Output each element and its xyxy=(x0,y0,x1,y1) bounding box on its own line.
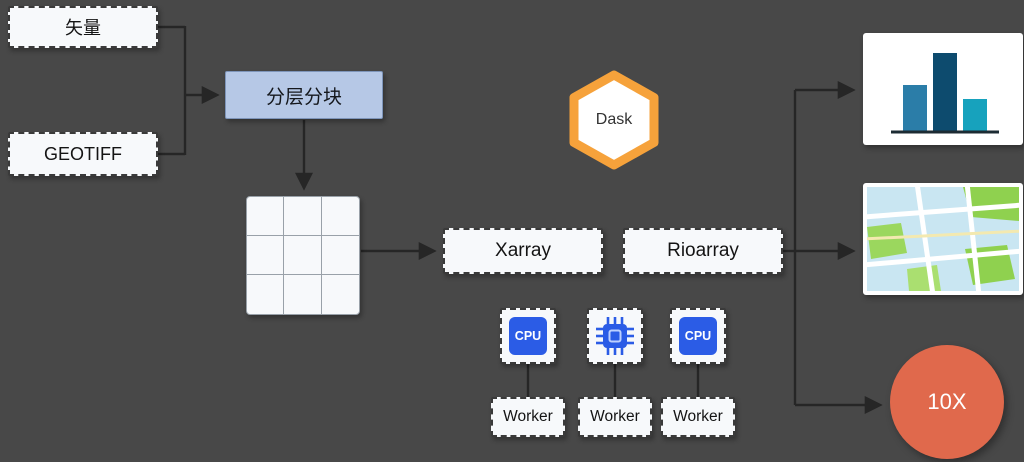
chunking-node: 分层分块 xyxy=(225,71,383,119)
chip-node xyxy=(587,308,643,364)
tile-cell xyxy=(247,236,285,275)
tile-grid xyxy=(246,196,360,315)
dask-node: Dask xyxy=(568,70,660,170)
tile-cell xyxy=(284,236,322,275)
tile-cell xyxy=(321,197,359,236)
cpu-left-label: CPU xyxy=(514,329,542,343)
speedup-badge: 10X xyxy=(890,345,1004,459)
xarray-node: Xarray xyxy=(443,228,603,274)
cpu-right-node: CPU xyxy=(670,308,726,364)
geotiff-input-node: GEOTIFF xyxy=(8,132,158,176)
worker-node-2: Worker xyxy=(578,397,652,437)
speedup-label: 10X xyxy=(927,389,967,414)
tile-cell xyxy=(284,275,322,314)
bar-chart-icon xyxy=(891,53,999,134)
map-output-card xyxy=(863,183,1023,295)
vector-input-node: 矢量 xyxy=(8,6,158,48)
cpu-icon: CPU xyxy=(509,317,547,355)
worker-node-1: Worker xyxy=(491,397,565,437)
map-icon xyxy=(867,187,1019,291)
tile-cell xyxy=(247,275,285,314)
geotiff-input-label: GEOTIFF xyxy=(44,143,122,164)
cpu-icon: CPU xyxy=(679,317,717,355)
worker-label: Worker xyxy=(503,408,553,425)
xarray-label: Xarray xyxy=(495,240,551,261)
chip-icon xyxy=(596,317,634,355)
tile-cell xyxy=(321,236,359,275)
rioarray-node: Rioarray xyxy=(623,228,783,274)
worker-label: Worker xyxy=(673,408,723,425)
worker-node-3: Worker xyxy=(661,397,735,437)
vector-input-label: 矢量 xyxy=(65,18,101,38)
dask-label: Dask xyxy=(595,111,633,128)
rioarray-label: Rioarray xyxy=(667,240,739,261)
chunking-label: 分层分块 xyxy=(265,86,342,108)
dask-hexagon-icon xyxy=(569,70,659,170)
tile-cell xyxy=(247,197,285,236)
cpu-left-node: CPU xyxy=(500,308,556,364)
tile-cell xyxy=(284,197,322,236)
worker-label: Worker xyxy=(590,408,640,425)
chart-output-card xyxy=(863,33,1023,145)
cpu-right-label: CPU xyxy=(684,329,712,343)
tile-cell xyxy=(322,275,359,314)
